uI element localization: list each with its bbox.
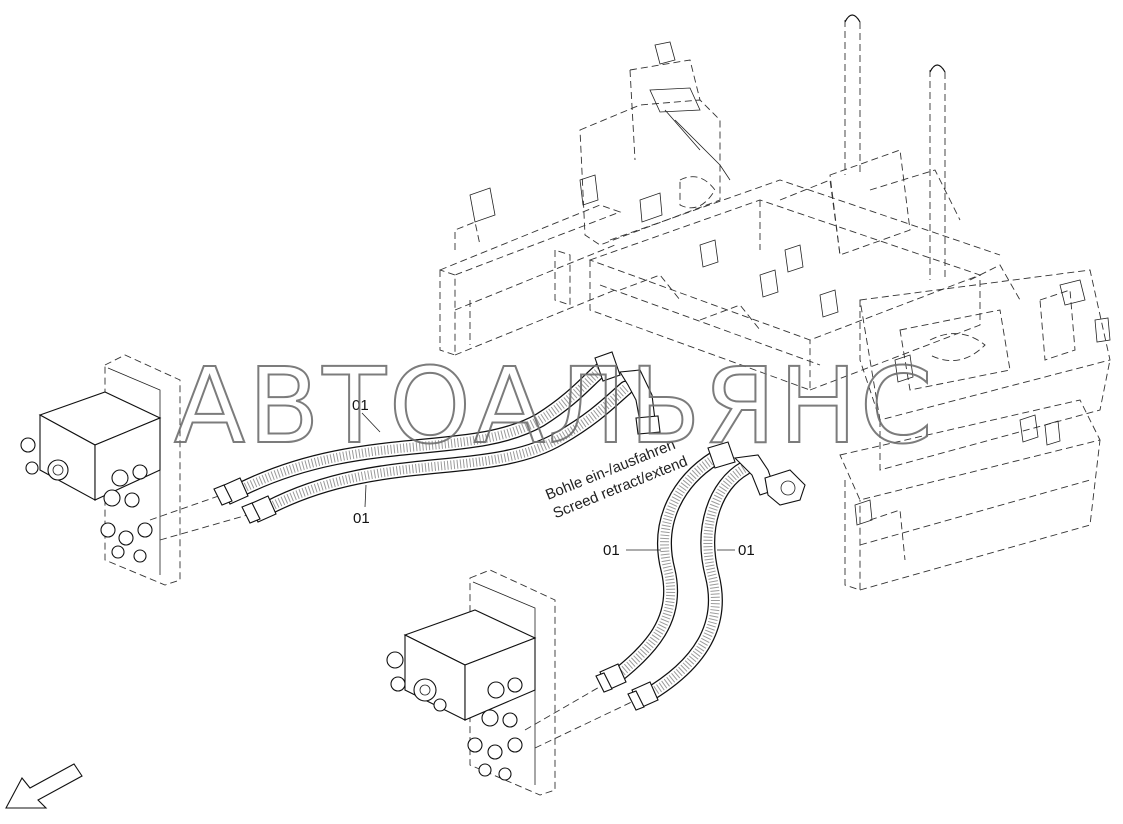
- part-label-01-a: 01: [352, 397, 381, 433]
- svg-text:01: 01: [603, 542, 620, 559]
- part-label-01-b: 01: [353, 484, 370, 527]
- watermark: АВТОАЛЬЯНС: [174, 345, 936, 467]
- hose-pair-upper: [213, 351, 661, 524]
- svg-text:01: 01: [738, 542, 755, 559]
- control-valve-block-bottom: [386, 569, 641, 796]
- hose-elbow-fitting: [707, 441, 806, 506]
- hose-fitting-end: [213, 477, 277, 524]
- arrow-down-left-icon: [5, 763, 83, 809]
- hose-fitting-end: [595, 663, 659, 711]
- screed-frame-assembly: [439, 14, 1111, 591]
- svg-text:01: 01: [353, 510, 370, 527]
- control-valve-block-left: [20, 354, 259, 586]
- hose-pair-lower: [595, 441, 806, 711]
- svg-text:01: 01: [352, 397, 369, 414]
- part-label-01-d: 01: [717, 542, 755, 559]
- part-label-01-c: 01: [603, 542, 661, 559]
- hose-elbow-fitting: [594, 351, 661, 435]
